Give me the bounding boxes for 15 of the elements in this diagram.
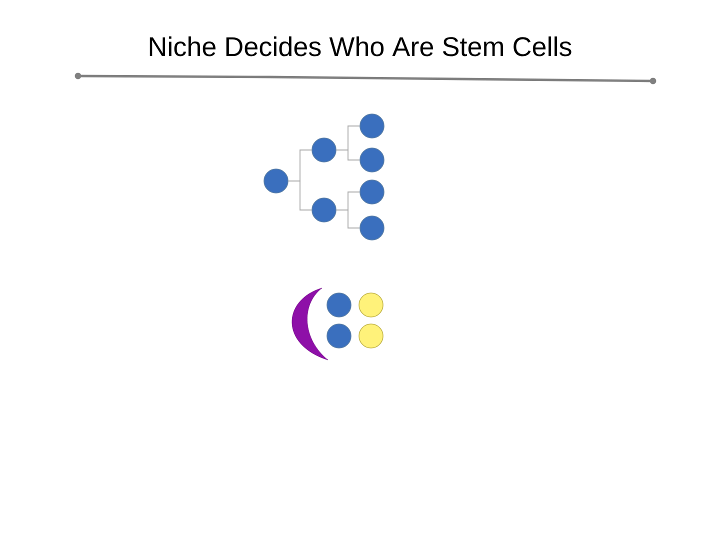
- cell-circle: [312, 198, 336, 222]
- title: Niche Decides Who Are Stem Cells: [150, 36, 572, 56]
- cell-circle: [358, 324, 384, 348]
- cell-circle: [360, 114, 384, 138]
- bracket-line: [336, 210, 360, 228]
- cell-circle: [358, 292, 384, 318]
- cell-circle: [264, 168, 288, 194]
- cell-circle: [326, 324, 352, 348]
- bracket-line: [336, 150, 360, 160]
- cell-circle: [360, 148, 384, 172]
- bracket-line: [288, 180, 312, 210]
- cell-circle: [360, 216, 384, 240]
- cell-circle: [326, 292, 352, 318]
- cell-circle: [360, 180, 384, 204]
- cell-circle: [312, 138, 336, 162]
